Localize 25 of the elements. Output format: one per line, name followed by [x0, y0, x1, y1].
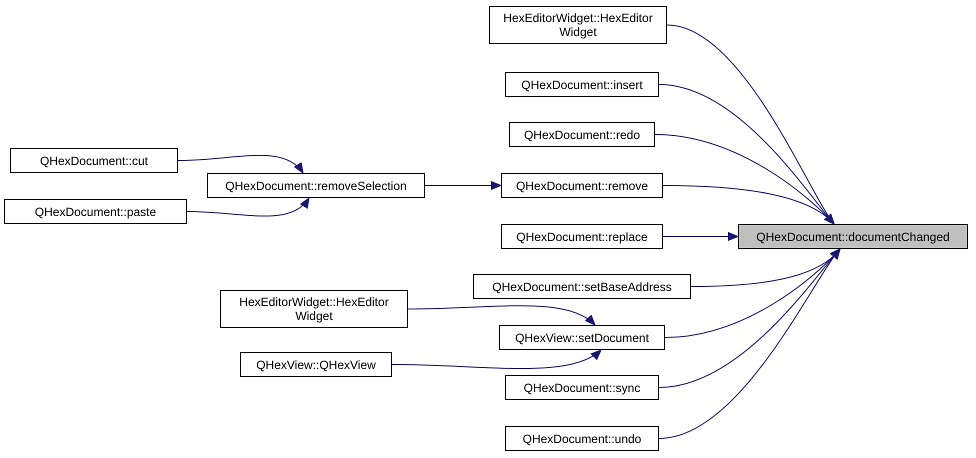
function-box: QHexDocument::sync	[505, 375, 659, 400]
function-box: QHexDocument::cut	[10, 148, 178, 173]
function-box: HexEditorWidget::HexEditor Widget	[489, 6, 667, 44]
arrow	[408, 305, 596, 326]
arrow	[658, 248, 840, 439]
function-box: QHexView::QHexView	[240, 352, 392, 377]
arrow	[664, 248, 840, 338]
function-box: QHexDocument::setBaseAddress	[473, 274, 691, 299]
function-box: QHexDocument::replace	[501, 224, 663, 249]
function-box: QHexDocument::removeSelection	[207, 173, 425, 198]
arrow	[662, 232, 738, 241]
arrow	[186, 198, 310, 216]
arrow	[392, 350, 602, 369]
function-box: QHexDocument::remove	[501, 173, 663, 198]
function-box: HexEditorWidget::HexEditor Widget	[220, 290, 408, 328]
arrow	[662, 185, 834, 224]
function-box: QHexDocument::undo	[505, 426, 659, 451]
function-box: QHexView::setDocument	[499, 325, 665, 350]
arrow	[424, 181, 502, 190]
arrow	[690, 248, 840, 287]
function-box: QHexDocument::documentChanged	[738, 224, 968, 249]
function-box: QHexDocument::paste	[4, 199, 187, 224]
arrow	[178, 155, 304, 174]
function-box: QHexDocument::insert	[505, 72, 659, 97]
function-box: QHexDocument::redo	[509, 122, 655, 147]
